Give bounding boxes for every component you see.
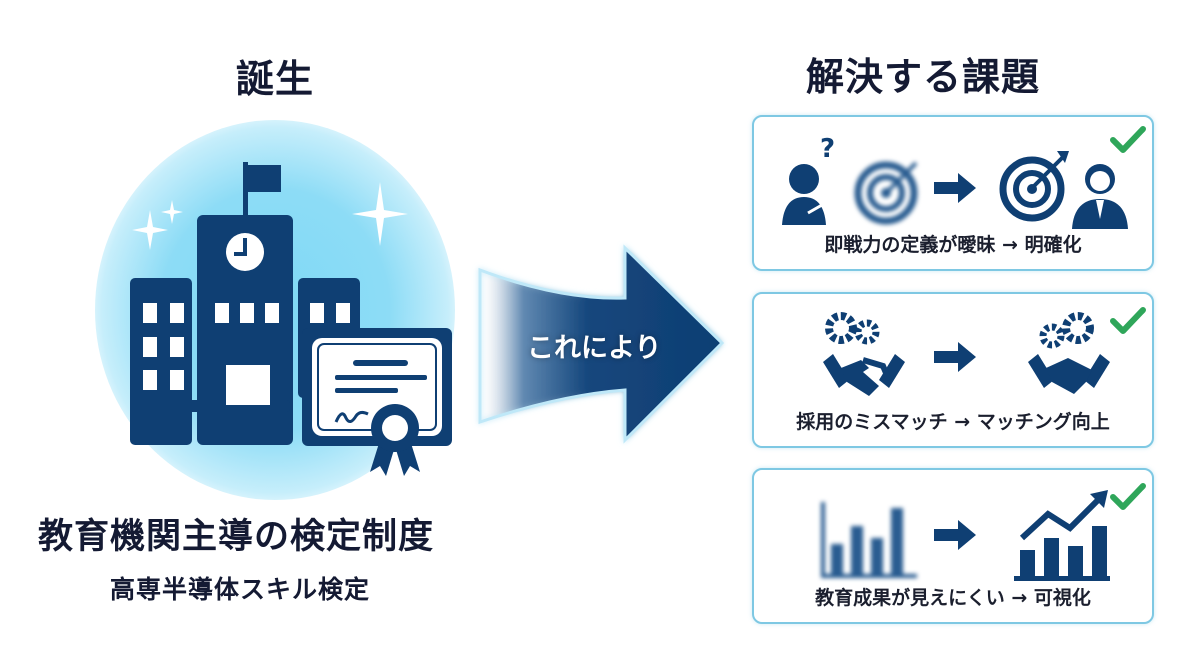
check-icon — [1110, 126, 1146, 153]
confident-person-icon — [1072, 164, 1128, 229]
arrow-right-icon — [934, 173, 976, 203]
arrow-label: これにより — [527, 333, 662, 364]
section-title-issues: 解決する課題 — [806, 55, 1041, 99]
issue-caption: 採用のミスマッチ → マッチング向上 — [796, 411, 1110, 433]
sparkle-icon — [132, 200, 183, 250]
blurred-bar-chart-icon — [821, 502, 917, 578]
target-icon — [999, 151, 1069, 222]
svg-text:?: ? — [820, 135, 835, 164]
issue-caption: 教育成果が見えにくい → 可視化 — [815, 587, 1091, 609]
gears-handshake-icon — [1028, 312, 1110, 394]
confused-person-icon: ? — [782, 135, 835, 225]
big-arrow-icon — [478, 244, 725, 444]
school-building-with-certificate-icon — [130, 162, 452, 476]
check-icon — [1110, 483, 1146, 510]
issue-caption: 即戦力の定義が曖昧 → 明確化 — [824, 234, 1082, 256]
arrow-right-icon — [934, 520, 976, 550]
section-title-birth: 誕生 — [236, 57, 315, 101]
rising-bar-chart-icon — [1014, 490, 1110, 581]
sub-label: 高専半導体スキル検定 — [110, 575, 371, 604]
issue-card-definition: ? 即戦力の定義が曖昧 → 明確化 — [752, 115, 1154, 271]
blurred-target-icon — [854, 161, 918, 225]
sparkle-icon — [352, 182, 408, 246]
gears-broken-handshake-icon — [823, 312, 905, 396]
check-icon — [1110, 307, 1146, 334]
issue-card-mismatch: 採用のミスマッチ → マッチング向上 — [752, 292, 1154, 448]
issue-card-visibility: 教育成果が見えにくい → 可視化 — [752, 468, 1154, 624]
arrow-right-icon — [934, 342, 976, 372]
main-label: 教育機関主導の検定制度 — [38, 517, 435, 557]
